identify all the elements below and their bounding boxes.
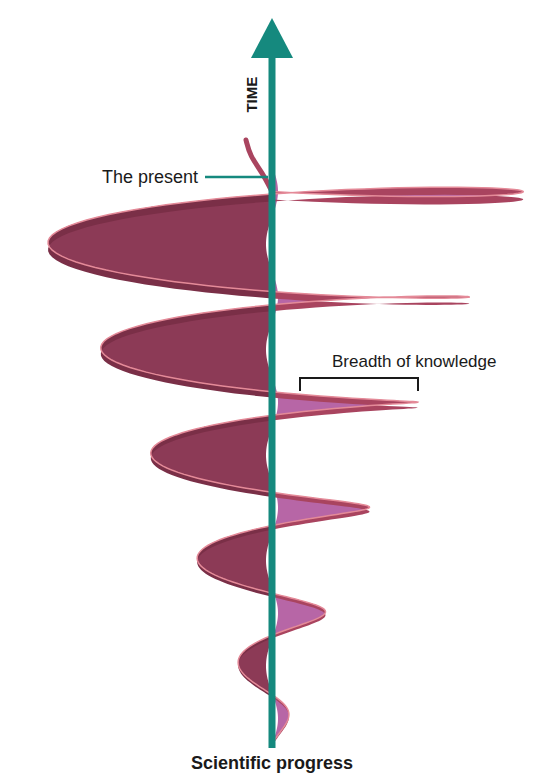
axis-label: TIME <box>243 75 260 115</box>
time-axis <box>251 18 293 748</box>
spiral-edge <box>272 187 523 204</box>
axis-line <box>269 54 276 748</box>
spiral-lobe <box>272 587 325 639</box>
spiral-edge <box>272 392 418 421</box>
spiral-rim <box>238 635 272 694</box>
spiral-edge <box>48 194 272 298</box>
spiral-lobe <box>272 482 370 534</box>
spiral-rim <box>272 492 370 525</box>
spiral-edge <box>197 526 272 597</box>
spiral-rim <box>151 415 272 492</box>
spiral-edge <box>272 291 469 311</box>
spiral-lobe <box>272 377 418 429</box>
spiral-edge <box>272 593 325 638</box>
spiral-lobe <box>272 271 469 323</box>
spiral-rim <box>48 194 272 292</box>
leader-line <box>205 176 268 179</box>
spiral-edge <box>238 635 272 697</box>
spiral-rim <box>272 187 523 196</box>
spiral-edge <box>101 305 272 398</box>
spiral-rim <box>272 291 469 304</box>
spiral-edge <box>272 492 370 529</box>
knowledge-spiral <box>48 140 523 746</box>
breadth-bracket <box>300 378 418 391</box>
spiral-rim <box>272 593 325 635</box>
spiral-rim <box>197 526 272 594</box>
spiral-edge <box>151 415 272 497</box>
figure-caption: Scientific progress <box>191 753 353 774</box>
spiral-tail <box>246 140 272 192</box>
present-label: The present <box>100 167 200 188</box>
axis-arrowhead <box>251 18 293 58</box>
spiral-lobe <box>272 166 523 218</box>
breadth-label: Breadth of knowledge <box>330 352 498 372</box>
spiral-rim <box>272 392 418 416</box>
spiral-rim <box>101 305 272 392</box>
